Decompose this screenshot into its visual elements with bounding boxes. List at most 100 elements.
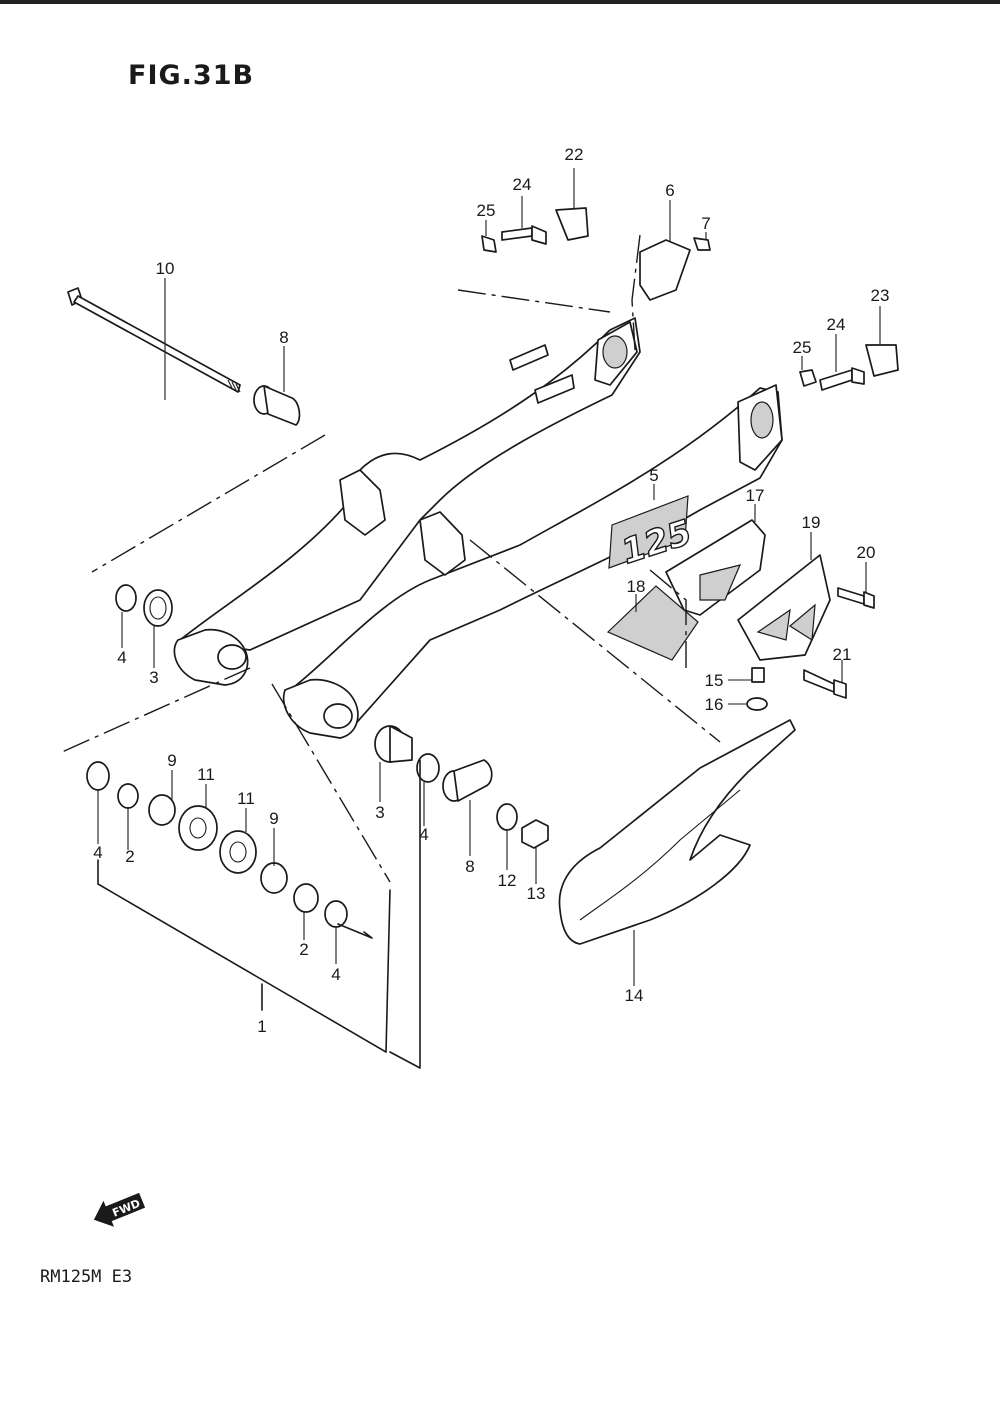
pivot-shaft-body (73, 295, 241, 393)
callout-24: 24 (827, 315, 846, 334)
swingarm-left-arm (179, 317, 641, 651)
pivot-lug-lower (419, 511, 466, 576)
callout-4: 4 (419, 825, 428, 844)
callout-25: 25 (793, 338, 812, 357)
decal-panel (608, 495, 689, 569)
bracket-22 (555, 207, 589, 241)
assembly-line-guide (649, 569, 687, 668)
callout-12: 12 (498, 871, 517, 890)
bolt-24-upper-head (531, 225, 547, 245)
callout-14: 14 (625, 986, 644, 1005)
dust-seal-left-top (115, 584, 137, 612)
model-code: RM125M E3 (40, 1267, 133, 1287)
chain-buffer-groove (579, 789, 741, 921)
top-border-rule (0, 0, 1000, 4)
pivot-shaft-thread (227, 379, 241, 393)
callout-11: 11 (237, 789, 255, 808)
callout-4: 4 (331, 965, 340, 984)
bracket-line-tail (337, 923, 373, 939)
callout-15: 15 (705, 671, 724, 690)
assembly-line-buffer (469, 539, 721, 743)
bushing-mid (260, 862, 288, 894)
chain-buffer-body (558, 719, 796, 945)
nut-right (521, 819, 549, 849)
swingarm: 125 (173, 317, 783, 739)
pivot-hole-right (323, 703, 353, 729)
pivot-shaft (67, 287, 241, 393)
callout-20: 20 (857, 543, 876, 562)
thrust-washer-mid (219, 830, 257, 874)
thrust-washer-mid-hole (229, 841, 247, 863)
callout-5: 5 (649, 466, 658, 485)
washer-left (117, 783, 139, 809)
bracket-6 (639, 239, 691, 301)
callout-17: 17 (746, 486, 765, 505)
assembly-line-shaft (91, 434, 326, 573)
chain-guide-17-window (699, 564, 742, 601)
leader-lines (97, 168, 881, 986)
bolt-24-right-head (851, 367, 865, 385)
bracket-23 (865, 344, 899, 377)
thrust-washer-left-hole (189, 817, 207, 839)
collar-lower (442, 759, 493, 802)
callout-9: 9 (269, 809, 278, 828)
callout-4: 4 (93, 843, 102, 862)
callout-2: 2 (299, 940, 308, 959)
part-callouts: 1 2 2 3 3 4 4 4 4 5 6 7 8 8 9 9 10 11 11… (93, 145, 889, 1036)
washer-right (496, 803, 518, 831)
callout-13: 13 (527, 884, 546, 903)
assembly-line-centre (271, 683, 391, 883)
bolt-24-right (819, 369, 853, 391)
nut-25-right (799, 369, 817, 387)
callout-11: 11 (197, 765, 215, 784)
axle-slot-right (750, 401, 774, 439)
callout-8: 8 (465, 857, 474, 876)
callout-1: 1 (257, 1017, 266, 1036)
bushing-left (148, 794, 176, 826)
callout-22: 22 (565, 145, 584, 164)
bolt-24-upper (501, 227, 533, 241)
thrust-washer-left (178, 805, 218, 851)
fwd-label: FWD (111, 1197, 143, 1220)
callout-4: 4 (117, 648, 126, 667)
screw-15 (751, 667, 765, 683)
pivot-hole-left (217, 644, 247, 670)
dust-seal-mid (324, 900, 348, 928)
pivot-boss-left (173, 628, 249, 686)
callout-19: 19 (802, 513, 821, 532)
callout-10: 10 (156, 259, 175, 278)
bearing-right-body (389, 725, 413, 763)
callout-16: 16 (705, 695, 724, 714)
callout-3: 3 (375, 803, 384, 822)
washer-16 (746, 697, 768, 711)
swingarm-right-arm (289, 387, 783, 731)
callout-24: 24 (513, 175, 532, 194)
collar-upper-sleeve (263, 385, 301, 426)
callout-2: 2 (125, 847, 134, 866)
bracket-line-swingarm (97, 759, 421, 1069)
pivot-lug-upper (339, 469, 386, 536)
callout-23: 23 (871, 286, 890, 305)
callout-21: 21 (833, 645, 852, 664)
chain-guide-19-window-a (756, 608, 791, 641)
bolt-7 (693, 237, 711, 251)
bearing-left-bore (149, 596, 167, 620)
dust-seal-left-bottom (86, 761, 110, 791)
callout-8: 8 (279, 328, 288, 347)
figure-title: FIG.31B (128, 60, 255, 91)
bearing-left-face (143, 589, 173, 627)
assembly-line-top (457, 289, 611, 313)
callout-3: 3 (149, 668, 158, 687)
chain-guide-18 (606, 585, 699, 661)
bolt-20-head (863, 591, 875, 609)
callout-7: 7 (701, 214, 710, 233)
assembly-line-left (61, 667, 251, 753)
assembly-line-bracket (631, 234, 641, 351)
bearing-right (374, 725, 413, 763)
axle-slot-left (602, 335, 628, 369)
collar-lower-sleeve (453, 759, 493, 802)
callout-6: 6 (665, 181, 674, 200)
bearing-left (143, 589, 173, 627)
